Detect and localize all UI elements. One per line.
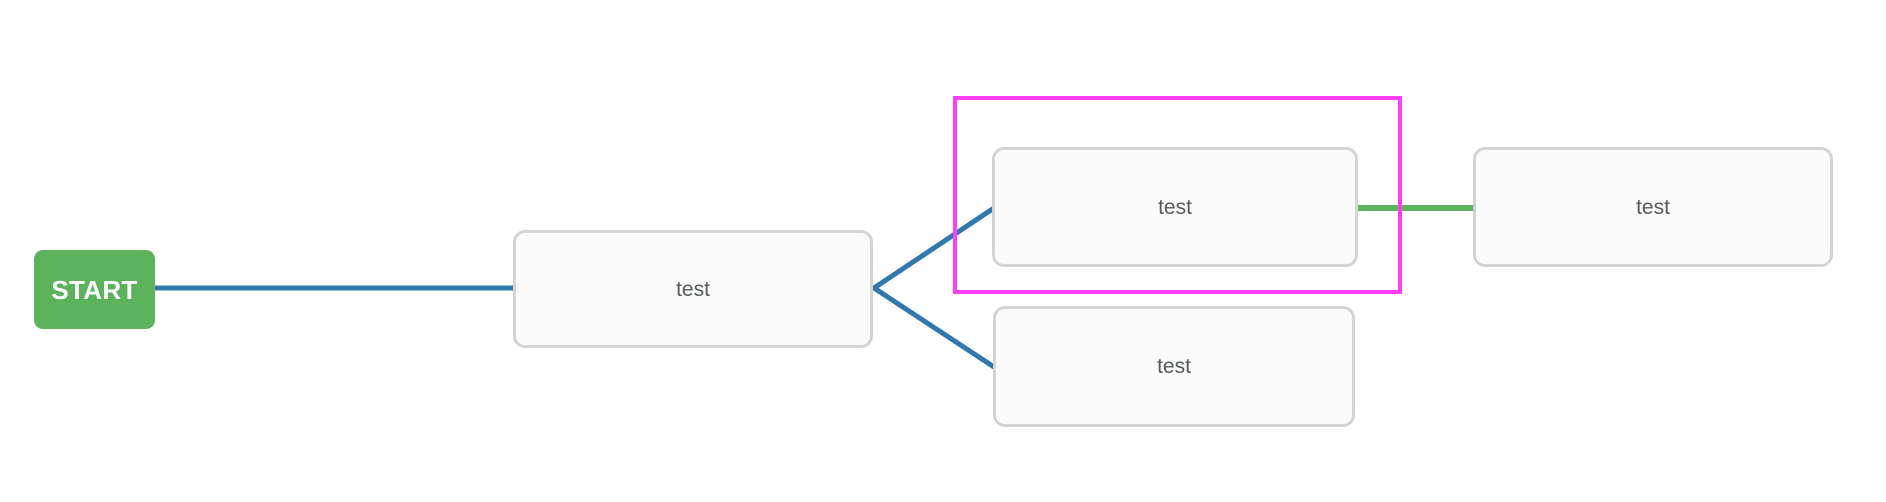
- node-task-3-label: test: [1157, 355, 1191, 378]
- node-task-1[interactable]: test: [513, 230, 873, 348]
- node-task-3[interactable]: test: [993, 306, 1355, 427]
- selection-rectangle[interactable]: [953, 96, 1402, 294]
- node-start[interactable]: START: [34, 250, 155, 329]
- node-start-label: START: [51, 274, 138, 305]
- node-task-1-label: test: [676, 277, 710, 301]
- node-task-2-label: test: [1158, 195, 1192, 219]
- node-task-4-label: test: [1636, 195, 1670, 219]
- node-task-4[interactable]: test: [1473, 147, 1833, 267]
- edge-task-1-to-task-3: [871, 285, 997, 370]
- node-task-2[interactable]: test: [992, 147, 1358, 267]
